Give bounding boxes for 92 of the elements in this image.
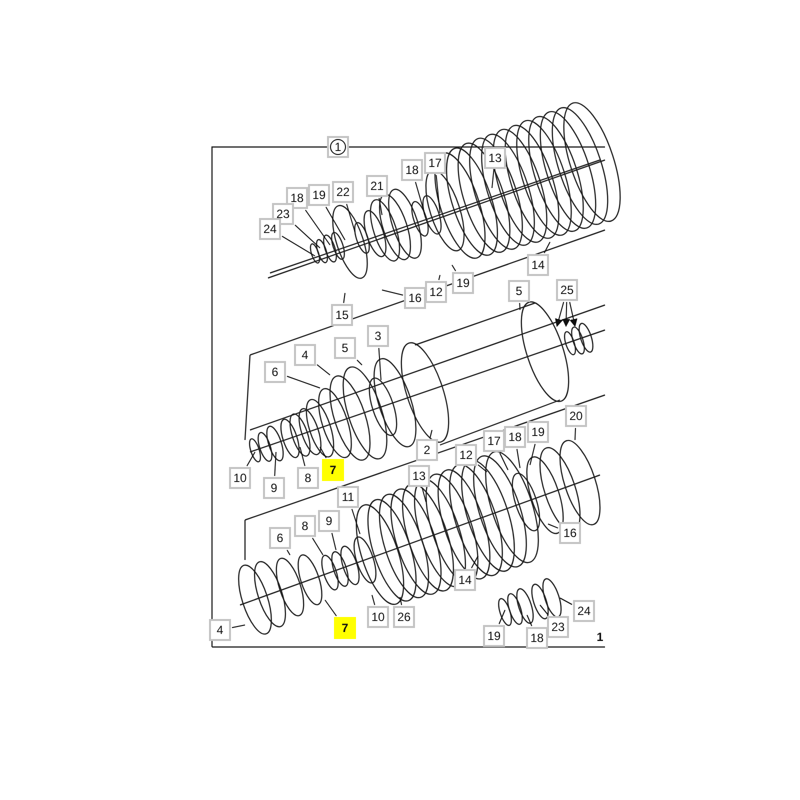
callout-number: 19 (527, 421, 549, 443)
leader-line (544, 242, 550, 254)
callout-number: 12 (425, 281, 447, 303)
callout-number: 15 (331, 304, 353, 326)
callout-number: 26 (393, 606, 415, 628)
callout-number: 18 (286, 187, 308, 209)
leader-line (400, 596, 402, 606)
callout-number: 3 (367, 325, 389, 347)
callout-number: 21 (366, 175, 388, 197)
callout-number: 9 (318, 510, 340, 532)
callout-number: 13 (408, 465, 430, 487)
leader-line (316, 364, 330, 376)
callout-number: 18 (401, 159, 423, 181)
leader-line (414, 182, 426, 216)
callout-number: 9 (263, 477, 285, 499)
leader-line (304, 210, 330, 246)
leader-line (562, 302, 570, 327)
callout-number: 7 (334, 617, 356, 639)
callout-number: 22 (332, 181, 354, 203)
leader-line (286, 376, 320, 388)
leader-line (382, 290, 404, 296)
leader-line (331, 532, 336, 550)
callout-number: 10 (229, 467, 251, 489)
leader-line (478, 464, 488, 472)
leader-line (519, 302, 520, 310)
leader-line (492, 170, 494, 188)
callout-number: 2 (416, 439, 438, 461)
leader-line (560, 598, 572, 605)
leader-line (346, 204, 356, 232)
callout-number: 8 (294, 515, 316, 537)
callout-number: 8 (297, 467, 319, 489)
leader-line (530, 444, 536, 466)
leader-line (300, 446, 306, 466)
circled-callout-number: 1 (327, 136, 349, 158)
callout-number: 14 (454, 569, 476, 591)
callout-number: 7 (322, 459, 344, 481)
leader-line (555, 302, 564, 327)
callout-number: 20 (565, 405, 587, 427)
callout-number: 1 (596, 629, 604, 646)
leader-line (325, 206, 346, 240)
leader-line (324, 600, 337, 616)
callout-number: 19 (308, 184, 330, 206)
callout-number: 6 (269, 527, 291, 549)
leader-line (286, 550, 290, 556)
callout-number: 10 (367, 606, 389, 628)
callout-number: 24 (573, 600, 595, 622)
leader-line (540, 604, 549, 616)
leader-line (246, 452, 256, 466)
callout-number: 12 (455, 444, 477, 466)
leader-line (430, 430, 432, 438)
callout-number: 11 (337, 486, 359, 508)
callout-number: 5 (334, 337, 356, 359)
leader-line (356, 360, 362, 366)
callout-number: 24 (259, 218, 281, 240)
leader-line (372, 594, 376, 606)
leader-line (569, 302, 578, 327)
callout-number: 19 (452, 272, 474, 294)
leader-line (294, 224, 320, 248)
leader-line (574, 428, 576, 440)
leader-line (422, 488, 426, 502)
callout-number: 25 (556, 279, 578, 301)
leader-line (436, 174, 440, 214)
callout-number: 18 (504, 426, 526, 448)
callout-number: 4 (294, 344, 316, 366)
callout-number: 17 (483, 430, 505, 452)
leader-line (548, 524, 558, 529)
callout-number: 14 (527, 254, 549, 276)
leader-line (343, 292, 346, 304)
leader-line (312, 538, 324, 556)
leader-line (471, 556, 478, 568)
leader-line (351, 508, 360, 534)
callout-number: 16 (404, 287, 426, 309)
leader-line (282, 236, 316, 256)
callout-number: 23 (547, 616, 569, 638)
callout-number: 4 (209, 619, 231, 641)
leader-line (274, 452, 276, 476)
leader-line (232, 624, 246, 628)
leader-line (452, 264, 456, 272)
callout-number: 18 (526, 627, 548, 649)
leader-line (438, 274, 440, 280)
leader-line (498, 610, 506, 624)
leader-line (320, 446, 327, 458)
leader-line (499, 452, 508, 470)
callout-number: 19 (483, 625, 505, 647)
leader-line (378, 198, 382, 216)
callout-number: 17 (424, 152, 446, 174)
leader-line (526, 614, 532, 626)
callout-number: 16 (559, 522, 581, 544)
callout-number: 5 (508, 280, 530, 302)
leader-line (516, 448, 520, 468)
callout-number: 6 (264, 361, 286, 383)
callout-number: 13 (484, 147, 506, 169)
